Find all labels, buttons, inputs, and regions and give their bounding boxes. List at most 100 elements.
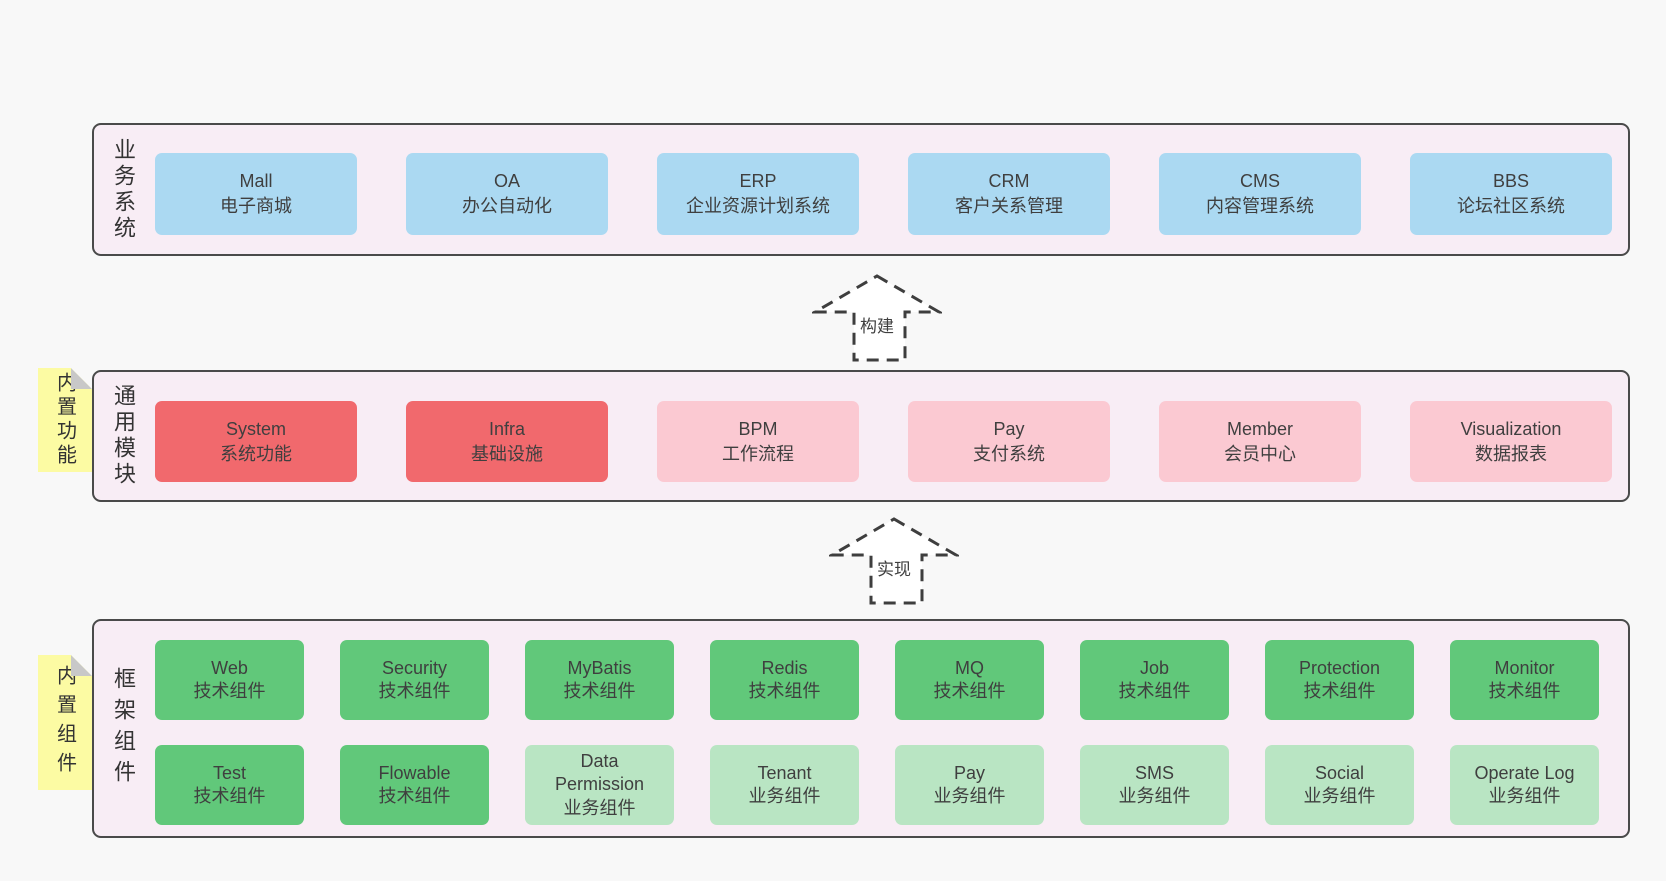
sticky-note-built-in-components: 内置组件 [38, 655, 92, 790]
band-modules-label: 通用模块 [111, 384, 136, 488]
node-pay: Pay 支付系统 [908, 401, 1110, 482]
node-subtitle: 论坛社区系统 [1457, 196, 1565, 216]
node-subtitle: 基础设施 [471, 443, 543, 464]
node-bbs: BBS 论坛社区系统 [1410, 153, 1612, 235]
node-subtitle: 办公自动化 [462, 196, 552, 216]
node-title: Test [212, 762, 246, 783]
framework-biz-row: Test 技术组件 Flowable 技术组件 Data Permission … [155, 745, 1599, 825]
node-operate-log: Operate Log 业务组件 [1450, 745, 1599, 825]
node-subtitle: 技术组件 [1488, 681, 1561, 701]
node-crm: CRM 客户关系管理 [908, 153, 1110, 235]
node-title: Web [211, 657, 248, 678]
node-security: Security 技术组件 [340, 640, 489, 720]
arrow-build-label: 构建 [856, 311, 898, 338]
arrow-up-build: 构建 [812, 273, 942, 363]
folded-corner-icon [71, 368, 92, 389]
node-subtitle: 技术组件 [748, 681, 821, 701]
arrow-up-implement: 实现 [829, 516, 959, 606]
node-infra: Infra 基础设施 [406, 401, 608, 482]
node-oa: OA 办公自动化 [406, 153, 608, 235]
node-subtitle: 技术组件 [563, 681, 636, 701]
note-text: 内置功能 [53, 372, 76, 468]
node-subtitle: 业务组件 [1118, 786, 1191, 806]
node-data-permission: Data Permission 业务组件 [525, 745, 674, 825]
node-subtitle: 技术组件 [1303, 681, 1376, 701]
node-title: Tenant [757, 762, 812, 783]
node-subtitle: 业务组件 [748, 786, 821, 806]
node-title: Member [1226, 418, 1293, 439]
node-sms: SMS 业务组件 [1080, 745, 1229, 825]
band-business-systems: 业务系统 Mall 电子商城 OA 办公自动化 ERP 企业资源计划系统 CRM… [92, 123, 1630, 256]
node-title: Security [381, 657, 448, 678]
node-subtitle: 技术组件 [378, 681, 451, 701]
node-title: Social [1314, 762, 1365, 783]
node-title: ERP [739, 171, 777, 192]
node-test: Test 技术组件 [155, 745, 304, 825]
node-cms: CMS 内容管理系统 [1159, 153, 1361, 235]
node-title: MQ [955, 657, 984, 678]
node-mq: MQ 技术组件 [895, 640, 1044, 720]
arrow-implement-label: 实现 [873, 554, 915, 581]
node-subtitle: 业务组件 [1488, 786, 1561, 806]
node-title: Operate Log [1474, 762, 1575, 783]
node-subtitle: 技术组件 [378, 786, 451, 806]
node-tenant: Tenant 业务组件 [710, 745, 859, 825]
node-subtitle: 业务组件 [1303, 786, 1376, 806]
node-member: Member 会员中心 [1159, 401, 1361, 482]
node-job: Job 技术组件 [1080, 640, 1229, 720]
node-title: CMS [1240, 171, 1280, 192]
node-bpm: BPM 工作流程 [657, 401, 859, 482]
framework-tech-row: Web 技术组件 Security 技术组件 MyBatis 技术组件 Redi… [155, 640, 1599, 720]
node-subtitle: 业务组件 [563, 797, 636, 818]
node-title: SMS [1134, 762, 1174, 783]
node-title: Pay [953, 762, 986, 783]
node-subtitle: 技术组件 [193, 681, 266, 701]
modules-boxes-row: System 系统功能 Infra 基础设施 BPM 工作流程 Pay 支付系统… [155, 401, 1612, 482]
node-web: Web 技术组件 [155, 640, 304, 720]
node-monitor: Monitor 技术组件 [1450, 640, 1599, 720]
node-flowable: Flowable 技术组件 [340, 745, 489, 825]
node-title: Data Permission [554, 750, 645, 795]
node-title: CRM [988, 171, 1030, 192]
folded-corner-icon [71, 655, 92, 676]
node-mall: Mall 电子商城 [155, 153, 357, 235]
node-pay-biz: Pay 业务组件 [895, 745, 1044, 825]
sticky-note-built-in-functions: 内置功能 [38, 368, 92, 472]
node-subtitle: 内容管理系统 [1206, 196, 1314, 216]
node-title: OA [493, 171, 520, 192]
business-boxes-row: Mall 电子商城 OA 办公自动化 ERP 企业资源计划系统 CRM 客户关系… [155, 153, 1612, 235]
node-title: BPM [738, 418, 778, 439]
node-title: BBS [1492, 171, 1530, 192]
band-framework-components: 框架组件 Web 技术组件 Security 技术组件 MyBatis 技术组件… [92, 619, 1630, 838]
node-title: Infra [488, 418, 526, 439]
node-subtitle: 数据报表 [1475, 443, 1547, 464]
node-title: Mall [239, 171, 273, 192]
node-title: Monitor [1494, 657, 1555, 678]
node-title: Pay [993, 418, 1025, 439]
node-title: Job [1139, 657, 1170, 678]
note-text: 内置组件 [53, 664, 76, 781]
node-subtitle: 会员中心 [1224, 443, 1296, 464]
node-erp: ERP 企业资源计划系统 [657, 153, 859, 235]
node-protection: Protection 技术组件 [1265, 640, 1414, 720]
node-visualization: Visualization 数据报表 [1410, 401, 1612, 482]
node-subtitle: 技术组件 [933, 681, 1006, 701]
node-title: Visualization [1460, 418, 1562, 439]
node-subtitle: 技术组件 [193, 786, 266, 806]
node-title: Redis [761, 657, 808, 678]
node-social: Social 业务组件 [1265, 745, 1414, 825]
band-framework-label: 框架组件 [111, 666, 136, 791]
band-business-label: 业务系统 [111, 137, 136, 242]
band-common-modules: 通用模块 System 系统功能 Infra 基础设施 BPM 工作流程 Pay… [92, 370, 1630, 502]
node-subtitle: 业务组件 [933, 786, 1006, 806]
node-title: Protection [1298, 657, 1381, 678]
node-subtitle: 工作流程 [722, 443, 794, 464]
node-subtitle: 系统功能 [220, 443, 292, 464]
node-title: Flowable [378, 762, 451, 783]
node-title: MyBatis [567, 657, 632, 678]
node-subtitle: 技术组件 [1118, 681, 1191, 701]
node-redis: Redis 技术组件 [710, 640, 859, 720]
node-subtitle: 支付系统 [973, 443, 1045, 464]
node-subtitle: 客户关系管理 [955, 196, 1063, 216]
